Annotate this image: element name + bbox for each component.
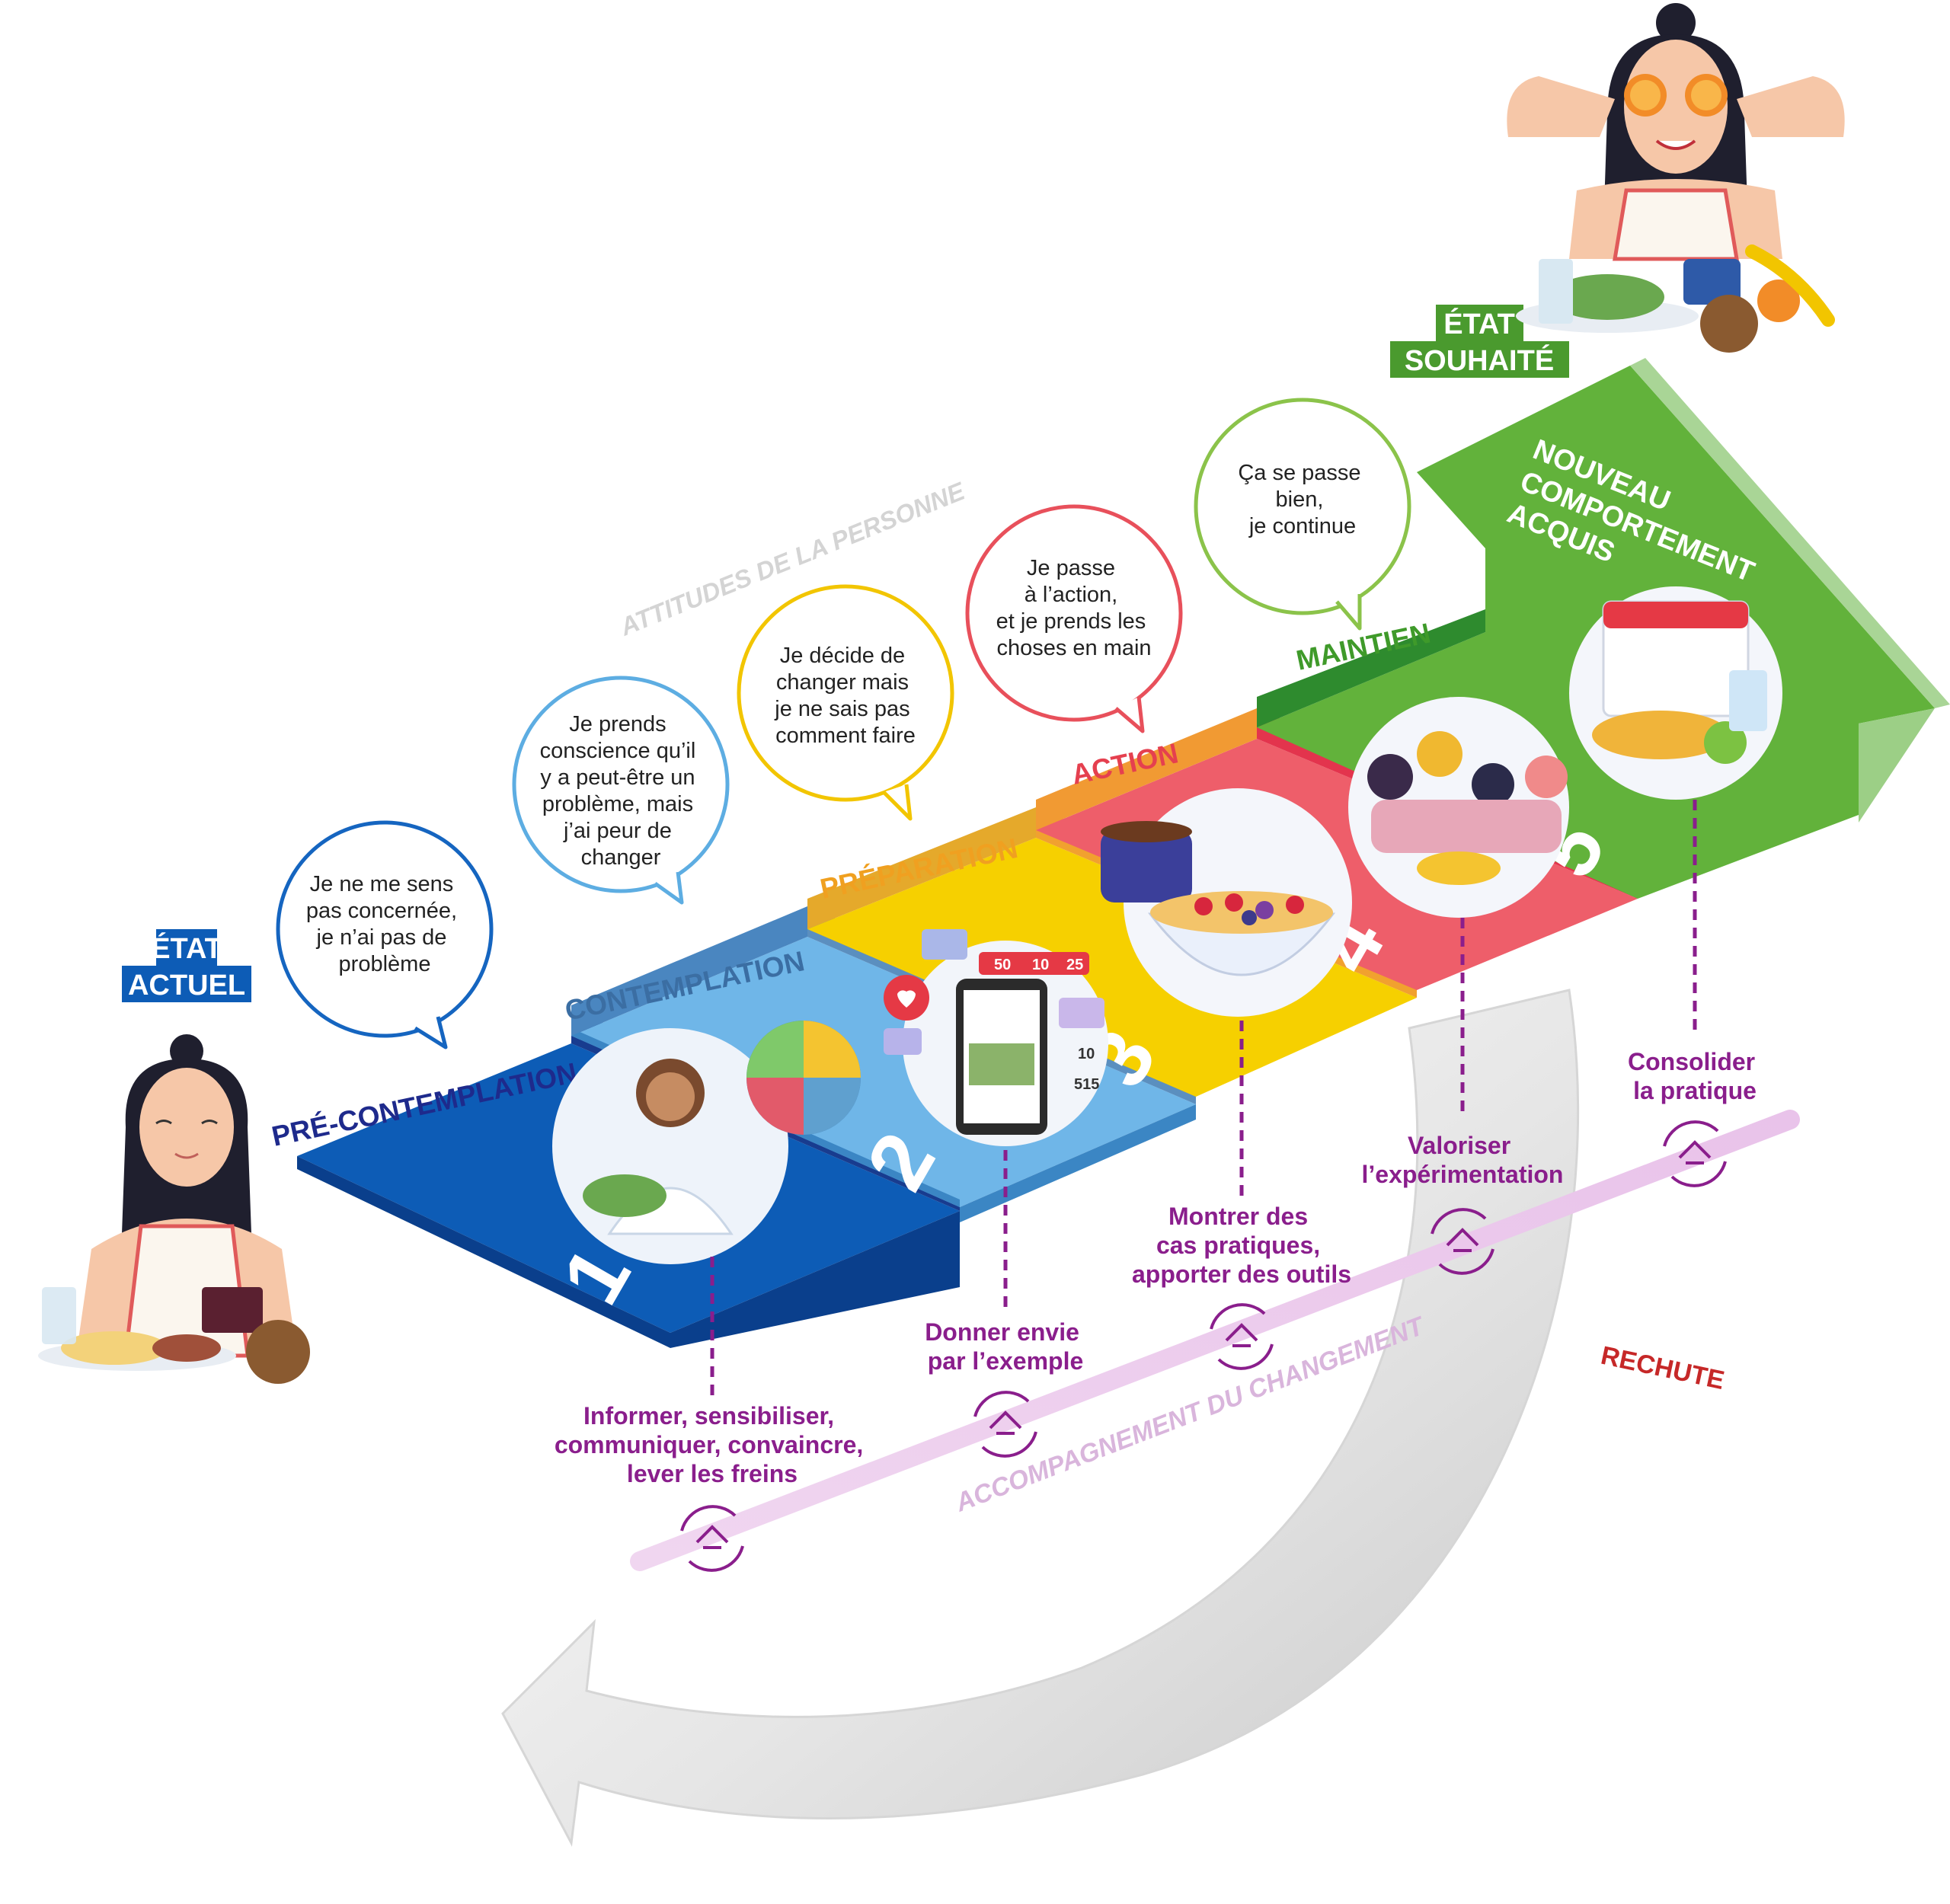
bubble-5-line: Ça se passe [1238,461,1360,485]
svg-text:Je passe à l’action,: Je passe à l’action, et je prends les ch… [996,556,1152,660]
action-3: Montrer des cas pratiques, apporter des … [1132,1203,1351,1288]
bubble-1-line: je n’ai pas de [316,925,447,950]
bubble-2-line: changer [581,845,661,870]
action-5-line: la pratique [1633,1077,1757,1104]
illustration-nutritionist [552,1021,861,1264]
bubble-5-line: je continue [1248,514,1356,538]
bubble-1-line: pas concernée, [306,899,457,923]
current-state-line-1: ÉTAT [151,931,222,965]
relapse-label: RECHUTE [1598,1341,1727,1395]
hand-support-icon [1663,1120,1727,1187]
phone-side-followers: 515 [1074,1076,1099,1093]
action-5-line: Consolider [1628,1048,1755,1075]
bubble-4-line: Je passe [1027,556,1115,580]
relapse-arrow [501,989,1580,1847]
accompaniment-band [630,1110,1800,1571]
bubble-2-line: problème, mais [542,792,693,816]
bubble-4-line: et je prends les [996,609,1146,634]
speech-bubble-3: Je décide de changer mais je ne sais pas… [737,584,954,821]
dashed-connectors [710,800,1697,1398]
svg-text:Je décide de changer mai: Je décide de changer mais je ne sais pas… [774,644,916,748]
current-state-label: ÉTAT ACTUEL [122,929,251,1002]
desired-state-label: ÉTAT SOUHAITÉ [1390,305,1569,378]
action-4-line: l’expérimentation [1362,1161,1564,1188]
action-2: Donner envie par l’exemple [925,1318,1086,1375]
bubble-2-line: Je prends [569,712,666,736]
action-5: Consolider la pratique [1628,1048,1762,1104]
action-2-line: par l’exemple [928,1347,1084,1375]
svg-text:Ça se passe bien,: Ça se passe bien, je continue [1238,461,1367,538]
desired-state-line-1: ÉTAT [1443,307,1515,340]
bubble-4-line: choses en main [996,636,1151,660]
action-3-line: Montrer des [1168,1203,1308,1230]
illustration-bowl [1101,788,1352,1017]
hand-support-icon [973,1391,1037,1458]
bubble-2-line: j’ai peur de [563,819,672,843]
speech-bubble-5: Ça se passe bien, je continue [1194,398,1411,631]
bubble-2-line: y a peut-être un [540,765,695,790]
phone-followers: 10 [1032,957,1049,973]
woman-current-illustration [38,1034,310,1384]
speech-bubble-4: Je passe à l’action, et je prends les ch… [965,504,1183,733]
bubble-1-line: problème [339,952,431,976]
woman-desired-illustration [1507,3,1845,353]
bubble-4-line: à l’action, [1025,583,1118,607]
illustration-friends [1348,697,1569,918]
bubble-3-line: Je décide de [780,644,905,668]
illustration-calendar [1569,586,1782,800]
action-4-line: Valoriser [1408,1132,1510,1159]
action-4: Valoriser l’expérimentation [1362,1132,1564,1188]
bubble-2-line: conscience qu’il [540,739,696,763]
speech-bubble-1: Je ne me sens pas concernée, je n’ai pas… [276,820,494,1049]
svg-text:Je ne me sens pas concer: Je ne me sens pas concernée, je n’ai pas… [306,872,463,976]
bubble-3-line: je ne sais pas [774,697,909,721]
hand-support-icon [680,1505,744,1572]
illustration-phone: 50 10 25 10 515 [884,929,1108,1146]
hand-support-icons [680,1120,1727,1572]
bubble-3-line: comment faire [775,724,916,748]
action-3-line: apporter des outils [1132,1260,1351,1288]
hand-support-icon [1210,1303,1274,1370]
speech-bubble-2: Je prends conscience qu’il y a peut-être… [512,676,730,905]
action-3-line: cas pratiques, [1156,1232,1320,1259]
hand-support-icon [1431,1208,1494,1275]
action-1-line: communiquer, convaincre, [555,1431,863,1458]
svg-text:Je prends conscience qu’: Je prends conscience qu’il y a peut-être… [540,712,702,870]
phone-likes: 50 [994,957,1011,973]
action-1-line: Informer, sensibiliser, [583,1402,834,1430]
phone-side-likes: 10 [1078,1046,1095,1062]
action-2-line: Donner envie [925,1318,1079,1346]
bubble-3-line: changer mais [776,670,909,695]
bubble-1-line: Je ne me sens [310,872,454,896]
desired-state-line-2: SOUHAITÉ [1405,343,1554,377]
bubble-5-line: bien, [1276,487,1324,512]
action-1: Informer, sensibiliser, communiquer, con… [555,1402,870,1487]
action-1-line: lever les freins [627,1460,798,1487]
phone-comments: 25 [1066,957,1083,973]
current-state-line-2: ACTUEL [128,970,245,1002]
